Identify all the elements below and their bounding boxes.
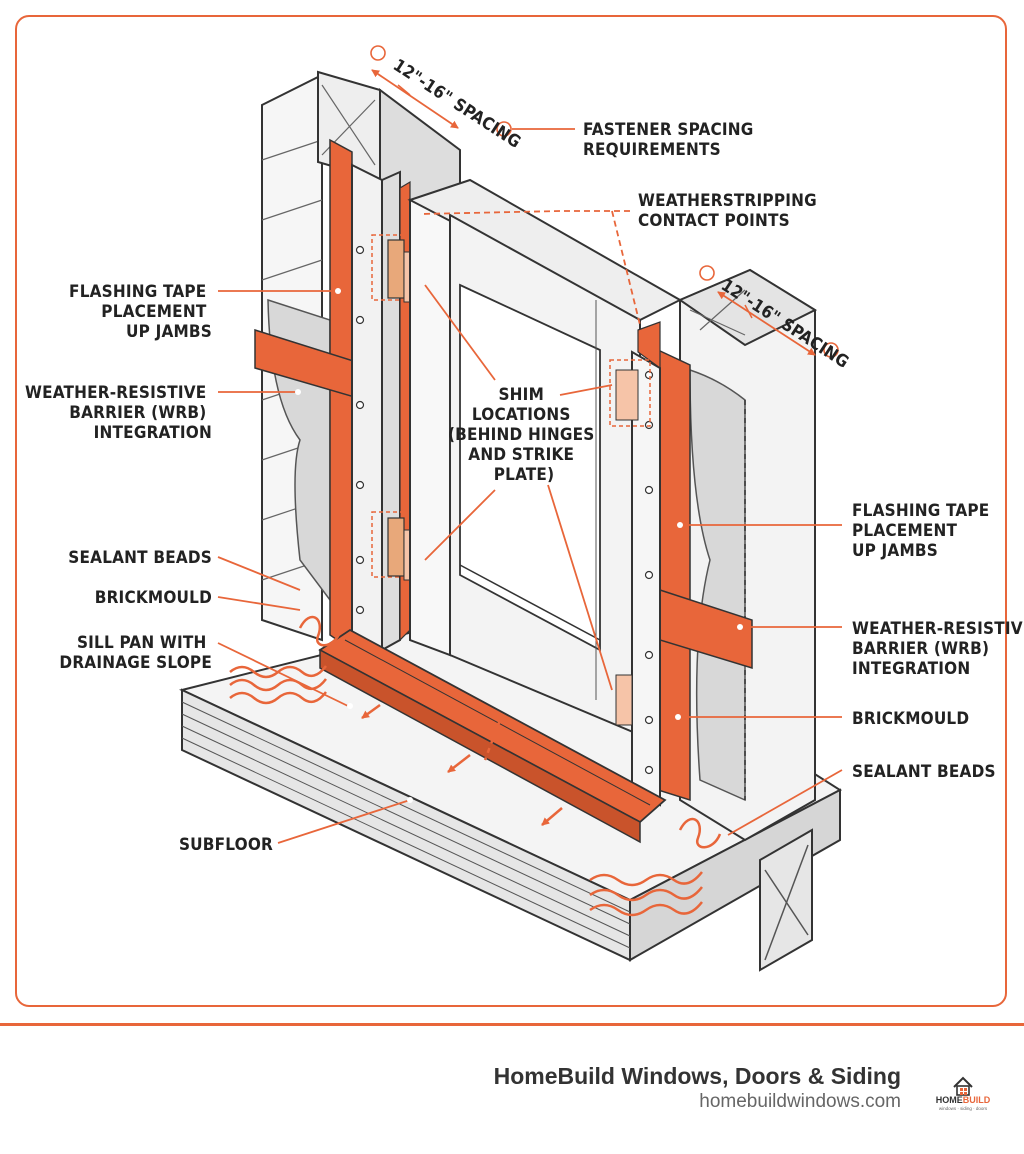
weatherstripping-label: WEATHERSTRIPPING CONTACT POINTS	[638, 191, 822, 231]
door-slab	[407, 178, 683, 737]
sill-pan-label: SILL PAN WITH DRAINAGE SLOPE	[59, 633, 212, 673]
sill-pan	[318, 628, 667, 844]
diagram-frame	[15, 15, 1007, 1007]
logo-wordmark: HOMEBUILD	[935, 1095, 991, 1105]
company-name: HomeBuild Windows, Doors & Siding	[493, 1063, 901, 1089]
right-jamb-assembly	[609, 268, 818, 842]
wrb-right-label: WEATHER-RESISTIVE BARRIER (WRB) INTEGRAT…	[852, 619, 1024, 679]
door-installation-diagram: 12"-16" SPACING 12"-16" SPACING	[25, 45, 1024, 972]
footer-divider	[0, 1023, 1024, 1026]
flashing-tape-left-label: FLASHING TAPE PLACEMENT UP JAMBS	[69, 282, 212, 342]
house-icon	[953, 1076, 973, 1096]
website-link[interactable]: homebuildwindows.com	[699, 1091, 901, 1112]
fastener-spacing-label: FASTENER SPACING REQUIREMENTS	[583, 120, 759, 160]
wrb-left-label: WEATHER-RESISTIVE BARRIER (WRB) INTEGRAT…	[25, 383, 212, 443]
brickmould-left-label: BRICKMOULD	[95, 588, 212, 608]
brickmould-right-label: BRICKMOULD	[852, 709, 969, 729]
homebuild-logo: HOMEBUILD windows · siding · doors	[934, 1075, 992, 1115]
leader-lines	[217, 128, 843, 844]
drainage-arrows	[361, 703, 563, 826]
leader-dots	[295, 288, 743, 803]
sealant-beads-right	[589, 817, 722, 917]
flashing-tape-right-label: FLASHING TAPE PLACEMENT UP JAMBS	[852, 501, 995, 561]
sealant-beads-left-label: SEALANT BEADS	[68, 548, 212, 568]
subfloor-label: SUBFLOOR	[179, 835, 273, 855]
shim-locations-label: SHIM LOCATIONS (BEHIND HINGES AND STRIKE…	[448, 385, 600, 485]
sealant-beads-right-label: SEALANT BEADS	[852, 762, 996, 782]
logo-tagline: windows · siding · doors	[938, 1106, 988, 1111]
